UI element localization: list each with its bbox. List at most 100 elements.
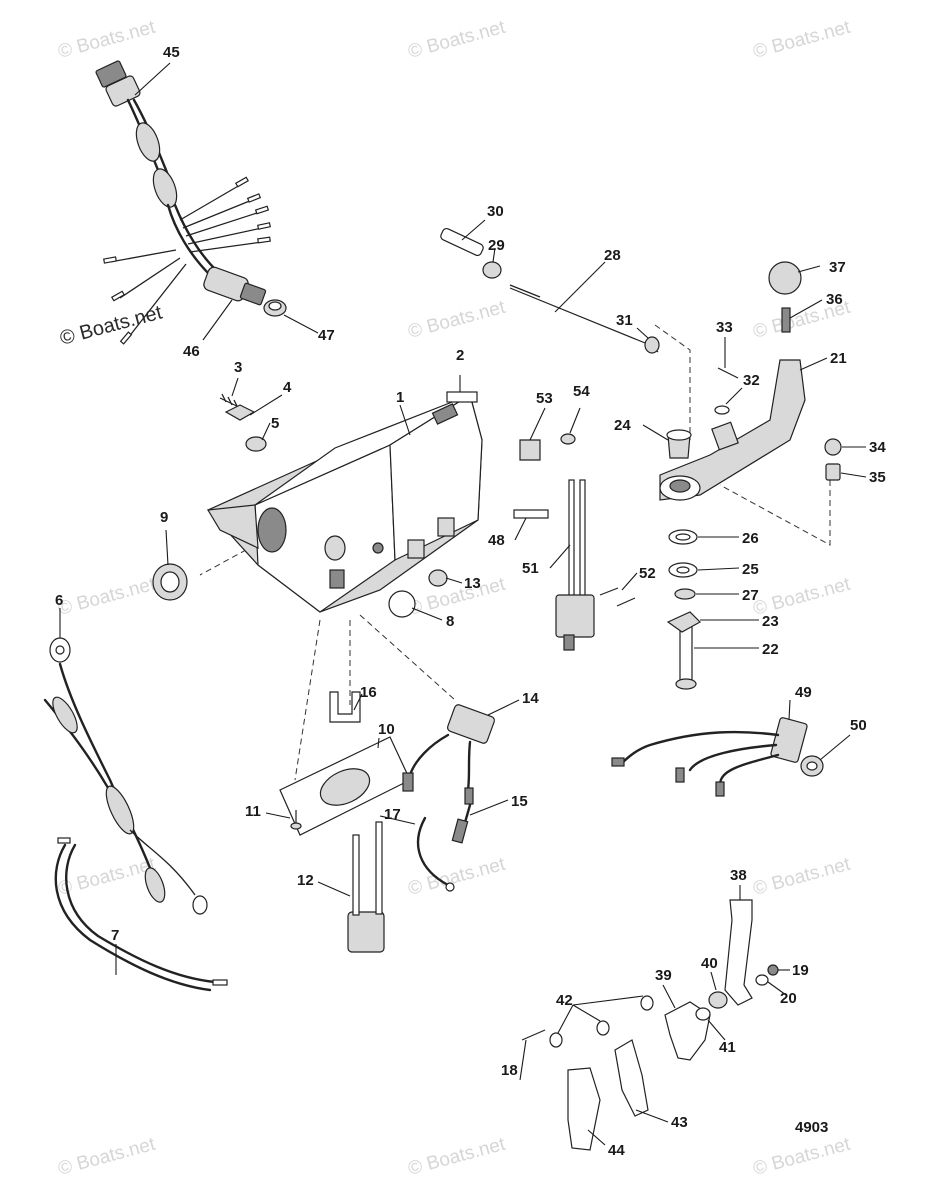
callout-6: 6 xyxy=(55,592,63,609)
watermark: © Boats.net xyxy=(406,574,508,620)
clip-16 xyxy=(329,691,361,723)
callout-28: 28 xyxy=(604,247,621,264)
spacer-35 xyxy=(825,463,841,481)
bushing-40 xyxy=(708,991,728,1009)
callout-29: 29 xyxy=(488,237,505,254)
callout-18: 18 xyxy=(501,1062,518,1079)
ball-34 xyxy=(824,438,842,456)
callout-53: 53 xyxy=(536,390,553,407)
watermark: © Boats.net xyxy=(406,297,508,343)
callout-35: 35 xyxy=(869,469,886,486)
callout-26: 26 xyxy=(742,530,759,547)
screws-52 xyxy=(599,587,636,607)
watermark: © Boats.net xyxy=(56,854,158,900)
bracket-4 xyxy=(224,404,256,421)
callout-16: 16 xyxy=(360,684,377,701)
nut-13 xyxy=(428,569,448,587)
washer-25 xyxy=(668,562,698,578)
screw-54 xyxy=(560,433,576,445)
control-housing-1 xyxy=(207,394,483,613)
callout-31: 31 xyxy=(616,312,633,329)
washer-32 xyxy=(714,405,730,415)
callout-30: 30 xyxy=(487,203,504,220)
switch-assembly-49 xyxy=(611,717,808,797)
washers-42 xyxy=(549,995,654,1048)
callout-40: 40 xyxy=(701,955,718,972)
wire-7 xyxy=(54,837,228,992)
terminal-6 xyxy=(49,637,71,663)
stop-23 xyxy=(666,611,701,633)
callout-10: 10 xyxy=(378,721,395,738)
callout-3: 3 xyxy=(234,359,242,376)
callout-45: 45 xyxy=(163,44,180,61)
bolt-22 xyxy=(675,621,697,690)
callout-11: 11 xyxy=(245,803,261,820)
callout-42: 42 xyxy=(556,992,573,1009)
arm-21 xyxy=(659,359,806,501)
nut-5 xyxy=(245,436,267,452)
callout-5: 5 xyxy=(271,415,279,432)
label-48 xyxy=(513,509,549,519)
lever-44 xyxy=(567,1067,601,1151)
bushing-24 xyxy=(666,429,692,459)
wiring-harness-45 xyxy=(95,60,271,345)
callout-44: 44 xyxy=(608,1142,625,1159)
callout-22: 22 xyxy=(762,641,779,658)
switch-14 xyxy=(402,704,495,805)
callout-2: 2 xyxy=(456,347,464,364)
callout-12: 12 xyxy=(297,872,314,889)
label-2 xyxy=(446,391,478,403)
wire-17 xyxy=(416,816,455,892)
watermark: © Boats.net xyxy=(406,1134,508,1180)
watermark: © Boats.net xyxy=(56,574,158,620)
callout-39: 39 xyxy=(655,967,672,984)
callout-52: 52 xyxy=(639,565,656,582)
nut-50 xyxy=(800,755,824,777)
leader-lines xyxy=(59,62,867,1146)
connector-46 xyxy=(203,266,267,306)
nut-29 xyxy=(482,261,502,279)
callout-23: 23 xyxy=(762,613,779,630)
washer-41 xyxy=(695,1007,711,1021)
callout-24: 24 xyxy=(614,417,631,434)
grommet-9 xyxy=(152,563,188,601)
callout-1: 1 xyxy=(396,389,404,406)
washer-27 xyxy=(674,588,696,600)
callout-38: 38 xyxy=(730,867,747,884)
sensor-12 xyxy=(347,821,385,953)
watermark: © Boats.net xyxy=(406,17,508,63)
cotter-pin-33 xyxy=(717,367,739,379)
watermark: © Boats.net xyxy=(751,854,853,900)
watermark: © Boats.net xyxy=(751,17,853,63)
callout-27: 27 xyxy=(742,587,759,604)
callout-19: 19 xyxy=(792,962,809,979)
wave-washer-26 xyxy=(668,529,698,545)
callout-34: 34 xyxy=(869,439,886,456)
callout-15: 15 xyxy=(511,793,528,810)
callout-14: 14 xyxy=(522,690,539,707)
callout-32: 32 xyxy=(743,372,760,389)
callout-46: 46 xyxy=(183,343,200,360)
callout-43: 43 xyxy=(671,1114,688,1131)
callout-41: 41 xyxy=(719,1039,736,1056)
washer-20 xyxy=(755,974,769,986)
callout-50: 50 xyxy=(850,717,867,734)
clamp-53 xyxy=(519,439,541,461)
clip-31 xyxy=(644,336,660,354)
knob-37 xyxy=(768,261,802,295)
callout-51: 51 xyxy=(522,560,539,577)
wire-harness-lower xyxy=(43,662,208,915)
pin-18 xyxy=(521,1029,546,1041)
callout-4: 4 xyxy=(283,379,292,396)
callout-8: 8 xyxy=(446,613,454,630)
callout-17: 17 xyxy=(384,806,401,823)
callout-21: 21 xyxy=(830,350,847,367)
sensor-51 xyxy=(555,479,595,651)
callout-49: 49 xyxy=(795,684,812,701)
terminal-15 xyxy=(451,803,472,844)
screw-11 xyxy=(290,810,302,830)
callout-numbers: 1 2 3 4 5 6 7 8 9 10 11 12 13 14 15 16 1… xyxy=(55,44,886,1159)
stud-36 xyxy=(781,307,791,333)
